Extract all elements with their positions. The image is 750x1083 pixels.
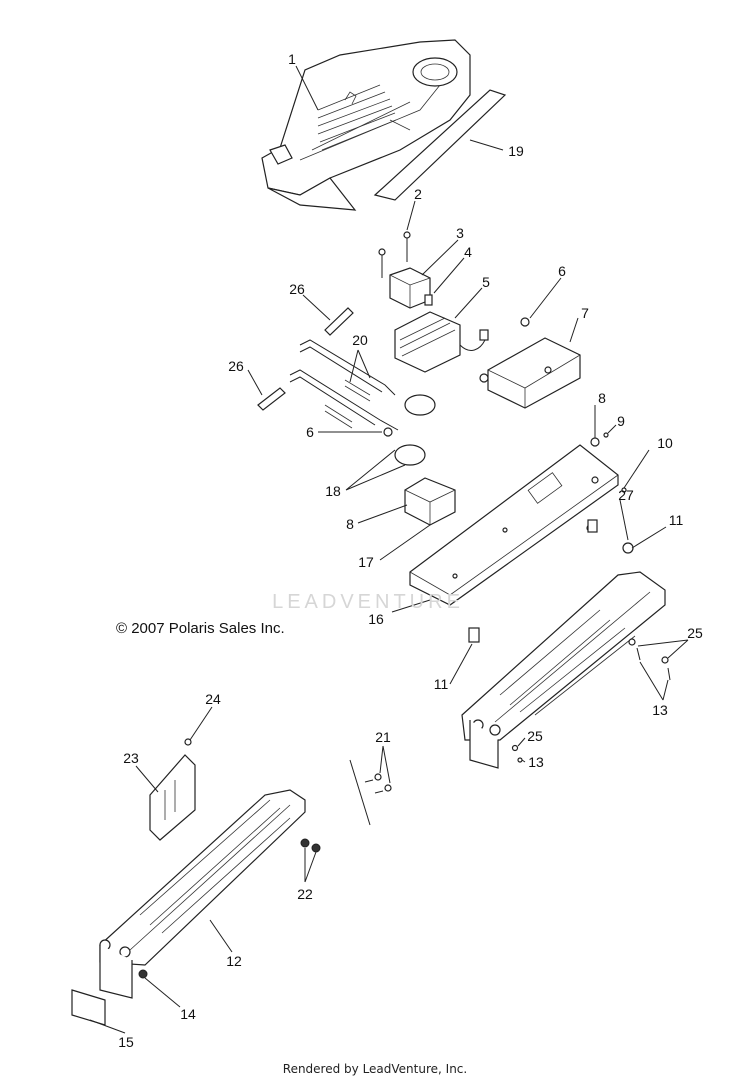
part-end-bracket xyxy=(71,989,106,1026)
callout-8-right: 8 xyxy=(598,390,606,406)
callout-9: 9 xyxy=(617,413,625,429)
part-hardware-21-22 xyxy=(300,759,392,853)
part-skid-plate-lower xyxy=(99,789,306,999)
callout-25-lower: 25 xyxy=(527,728,543,744)
part-nut-top xyxy=(520,317,530,327)
callout-6-left: 6 xyxy=(306,424,314,440)
callout-26-left: 26 xyxy=(228,358,244,374)
callout-26-top: 26 xyxy=(289,281,305,297)
part-cdi-box xyxy=(479,337,581,409)
callout-25-right: 25 xyxy=(687,625,703,641)
callout-23: 23 xyxy=(123,750,139,766)
callout-13-right: 13 xyxy=(652,702,668,718)
callout-8-left: 8 xyxy=(346,516,354,532)
callout-19: 19 xyxy=(508,143,524,159)
callout-6-top: 6 xyxy=(558,263,566,279)
callout-27: 27 xyxy=(618,487,634,503)
callout-21: 21 xyxy=(375,729,391,745)
vent-slots xyxy=(317,84,397,151)
callout-1: 1 xyxy=(288,51,296,67)
callout-11-right: 11 xyxy=(669,512,684,528)
part-screws-washers xyxy=(511,638,671,763)
part-ignition-coils xyxy=(383,394,436,466)
callout-22: 22 xyxy=(297,886,313,902)
part-screw-24 xyxy=(184,738,192,746)
callout-16: 16 xyxy=(368,611,384,627)
part-bolts xyxy=(378,231,411,278)
part-relay xyxy=(389,267,431,309)
callout-labels: 1 2 3 4 5 6 6 7 8 8 9 10 11 11 12 13 13 … xyxy=(118,51,703,1050)
watermark: LEADVENTURE xyxy=(272,591,464,613)
callout-13-lower: 13 xyxy=(528,754,544,770)
part-spark-plugs xyxy=(257,307,354,411)
part-mounting-bracket xyxy=(404,477,456,526)
leader-lines xyxy=(89,65,689,1034)
copyright-notice: © 2007 Polaris Sales Inc. xyxy=(116,620,285,637)
callout-4: 4 xyxy=(464,244,472,260)
callout-18: 18 xyxy=(325,483,341,499)
callout-5: 5 xyxy=(482,274,490,290)
callout-7: 7 xyxy=(581,305,589,321)
footer-credit: Rendered by LeadVenture, Inc. xyxy=(282,1062,468,1076)
part-plug-wires xyxy=(289,339,399,431)
callout-10: 10 xyxy=(657,435,673,451)
part-standoffs xyxy=(468,519,598,643)
callout-12: 12 xyxy=(226,953,242,969)
callout-11-left: 11 xyxy=(434,676,449,692)
part-skid-plate-upper xyxy=(461,571,666,769)
part-decal-strip xyxy=(373,89,507,201)
part-regulator xyxy=(394,311,489,373)
callout-17: 17 xyxy=(358,554,374,570)
callout-24: 24 xyxy=(205,691,221,707)
callout-14: 14 xyxy=(180,1006,196,1022)
callout-3: 3 xyxy=(456,225,464,241)
part-console-housing xyxy=(261,39,471,211)
part-main-panel xyxy=(409,444,619,606)
part-fitting xyxy=(424,294,433,306)
callout-15: 15 xyxy=(118,1034,134,1050)
part-side-bracket xyxy=(149,754,196,841)
callout-20: 20 xyxy=(352,332,368,348)
callout-2: 2 xyxy=(414,186,422,202)
